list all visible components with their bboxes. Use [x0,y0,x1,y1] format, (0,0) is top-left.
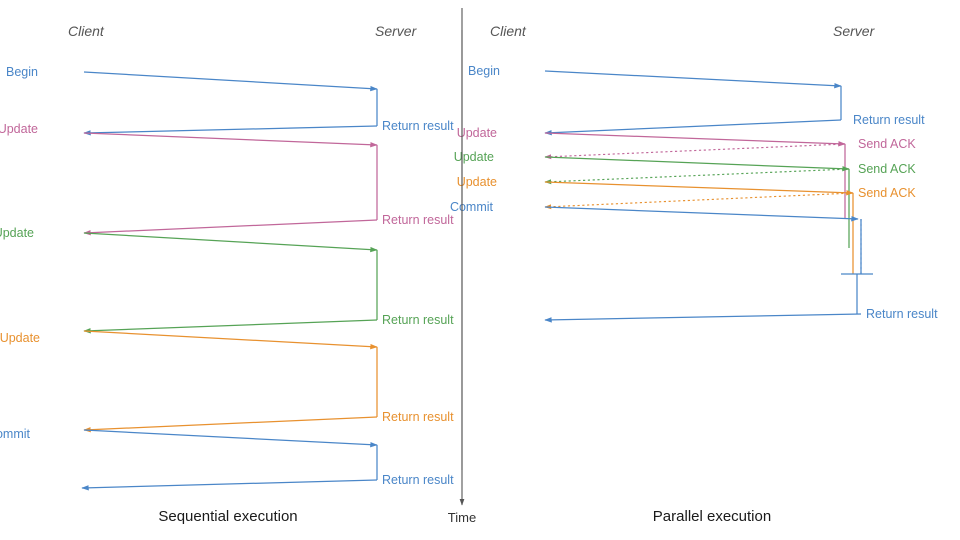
message-arrow-response [83,319,378,334]
message-arrow-response [544,143,846,160]
message-label-update: Update [457,175,497,189]
message-arrow-response [81,479,378,491]
message-label-return-result: Return result [382,410,454,424]
message-label-update: Update [454,150,494,164]
message-label-return-result: Return result [382,313,454,327]
message-label-send-ack: Send ACK [858,137,916,151]
message-label-return-result: Return result [382,473,454,487]
message-arrow-response [83,416,378,433]
actor-label-server: Server [375,23,418,39]
message-label-send-ack: Send ACK [858,162,916,176]
message-arrow-request [544,70,842,89]
message-arrow-request [83,132,378,148]
message-arrow-request [544,206,859,222]
message-arrow-request [544,132,846,147]
message-label-return-result: Return result [382,213,454,227]
message-arrow-request [83,429,378,448]
message-arrow-request [544,181,854,196]
message-label-commit: Commit [450,200,494,214]
message-label-return-result: Return result [382,119,454,133]
actor-label-client: Client [68,23,105,39]
message-label-update: Update [0,226,34,240]
message-arrow-response [83,125,378,136]
panel-caption: Parallel execution [653,508,771,525]
panel-caption: Sequential execution [158,508,297,525]
message-label-send-ack: Send ACK [858,186,916,200]
message-label-return-result: Return result [866,307,938,321]
message-label-commit: Commit [0,427,31,441]
message-label-update: Update [457,126,497,140]
message-arrow-response [544,168,850,185]
message-label-return-result: Return result [853,113,925,127]
message-arrow-request [83,232,378,253]
message-arrow-request [83,71,378,92]
message-arrow-response [83,219,378,236]
message-arrow-response [544,192,854,210]
message-label-update: Update [0,122,38,136]
message-label-begin: Begin [6,65,38,79]
message-arrow-request [83,330,378,350]
message-arrow-request [544,156,850,172]
actor-label-server: Server [833,23,876,39]
message-arrow-response [544,119,842,136]
message-label-begin: Begin [468,64,500,78]
message-arrow-response [544,313,862,323]
actor-label-client: Client [490,23,527,39]
message-label-update: Update [0,331,40,345]
time-axis-label: Time [448,510,476,525]
